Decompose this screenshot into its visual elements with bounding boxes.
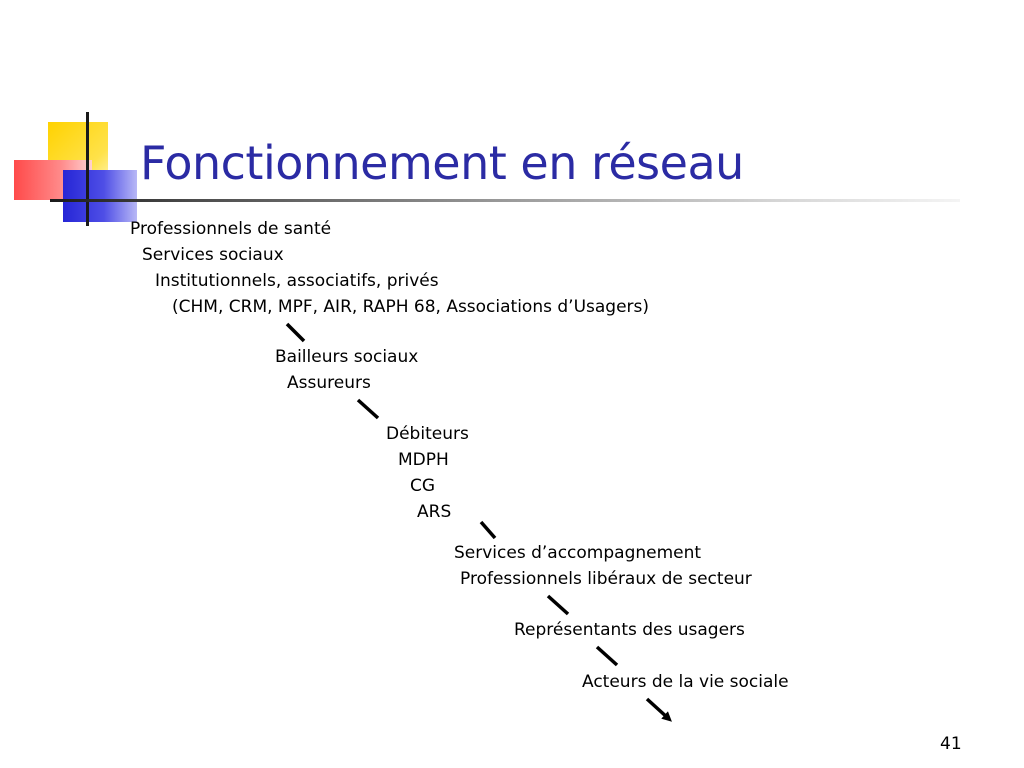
list-item: Services d’accompagnement <box>454 543 702 563</box>
cascade-connector <box>356 398 380 420</box>
title-underline <box>50 199 960 202</box>
list-item: Institutionnels, associatifs, privés <box>155 271 439 291</box>
list-item: Bailleurs sociaux <box>275 347 419 367</box>
list-item: CG <box>410 476 436 496</box>
cascade-connector <box>285 322 306 343</box>
list-item: Professionnels libéraux de secteur <box>460 569 752 589</box>
list-item: (CHM, CRM, MPF, AIR, RAPH 68, Associatio… <box>172 297 650 317</box>
cascade-connector <box>595 645 619 667</box>
list-item: Services sociaux <box>142 245 284 265</box>
list-item: Acteurs de la vie sociale <box>582 672 789 692</box>
cascade-connector <box>479 520 497 540</box>
list-item: Débiteurs <box>386 424 469 444</box>
cascade-final-arrow <box>645 697 672 722</box>
list-item: Représentants des usagers <box>514 620 745 640</box>
list-item: ARS <box>417 502 452 522</box>
page-number: 41 <box>940 734 962 754</box>
decorative-blue-square <box>63 170 137 222</box>
cascade-connector <box>546 594 570 616</box>
list-item: Assureurs <box>287 373 371 393</box>
list-item: Professionnels de santé <box>130 219 332 239</box>
slide-title: Fonctionnement en réseau <box>140 136 744 190</box>
decorative-vertical-line <box>86 112 89 226</box>
list-item: MDPH <box>398 450 449 470</box>
